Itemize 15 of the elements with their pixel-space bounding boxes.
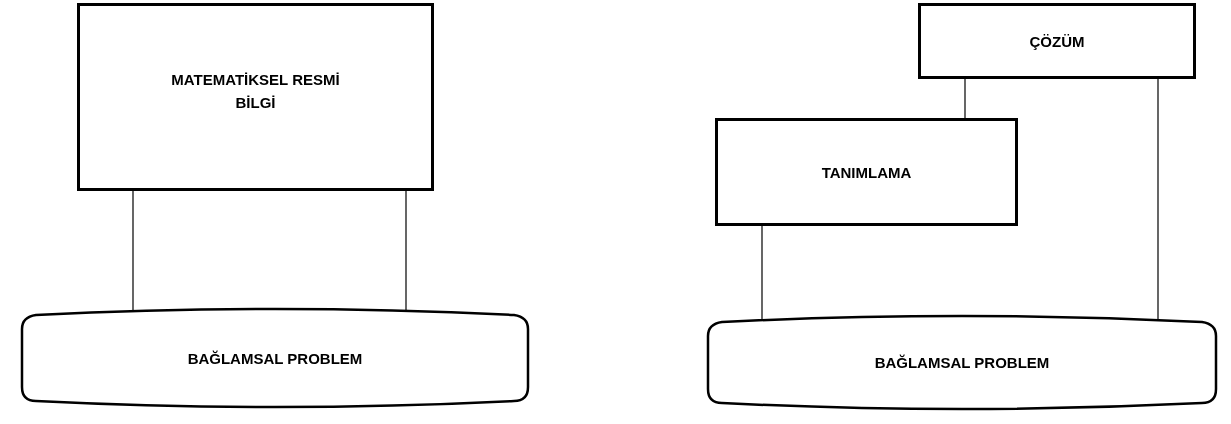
box-label: BAĞLAMSAL PROBLEM xyxy=(874,353,1050,373)
connector-line xyxy=(1157,78,1159,321)
connector-line xyxy=(132,190,134,312)
scroll-shape xyxy=(22,305,528,411)
rectangle-box xyxy=(77,3,434,191)
connector-line xyxy=(405,190,407,312)
scroll-shape xyxy=(708,312,1216,413)
rectangle-box xyxy=(715,118,1018,226)
box-label: ÇÖZÜM xyxy=(1029,31,1085,52)
connector-line xyxy=(761,225,763,321)
connector-line xyxy=(964,78,966,119)
box-label: MATEMATİKSEL RESMİ BİLGİ xyxy=(170,70,341,113)
rectangle-box xyxy=(918,3,1196,79)
box-label: BAĞLAMSAL PROBLEM xyxy=(187,348,363,369)
box-label: TANIMLAMA xyxy=(821,162,912,183)
